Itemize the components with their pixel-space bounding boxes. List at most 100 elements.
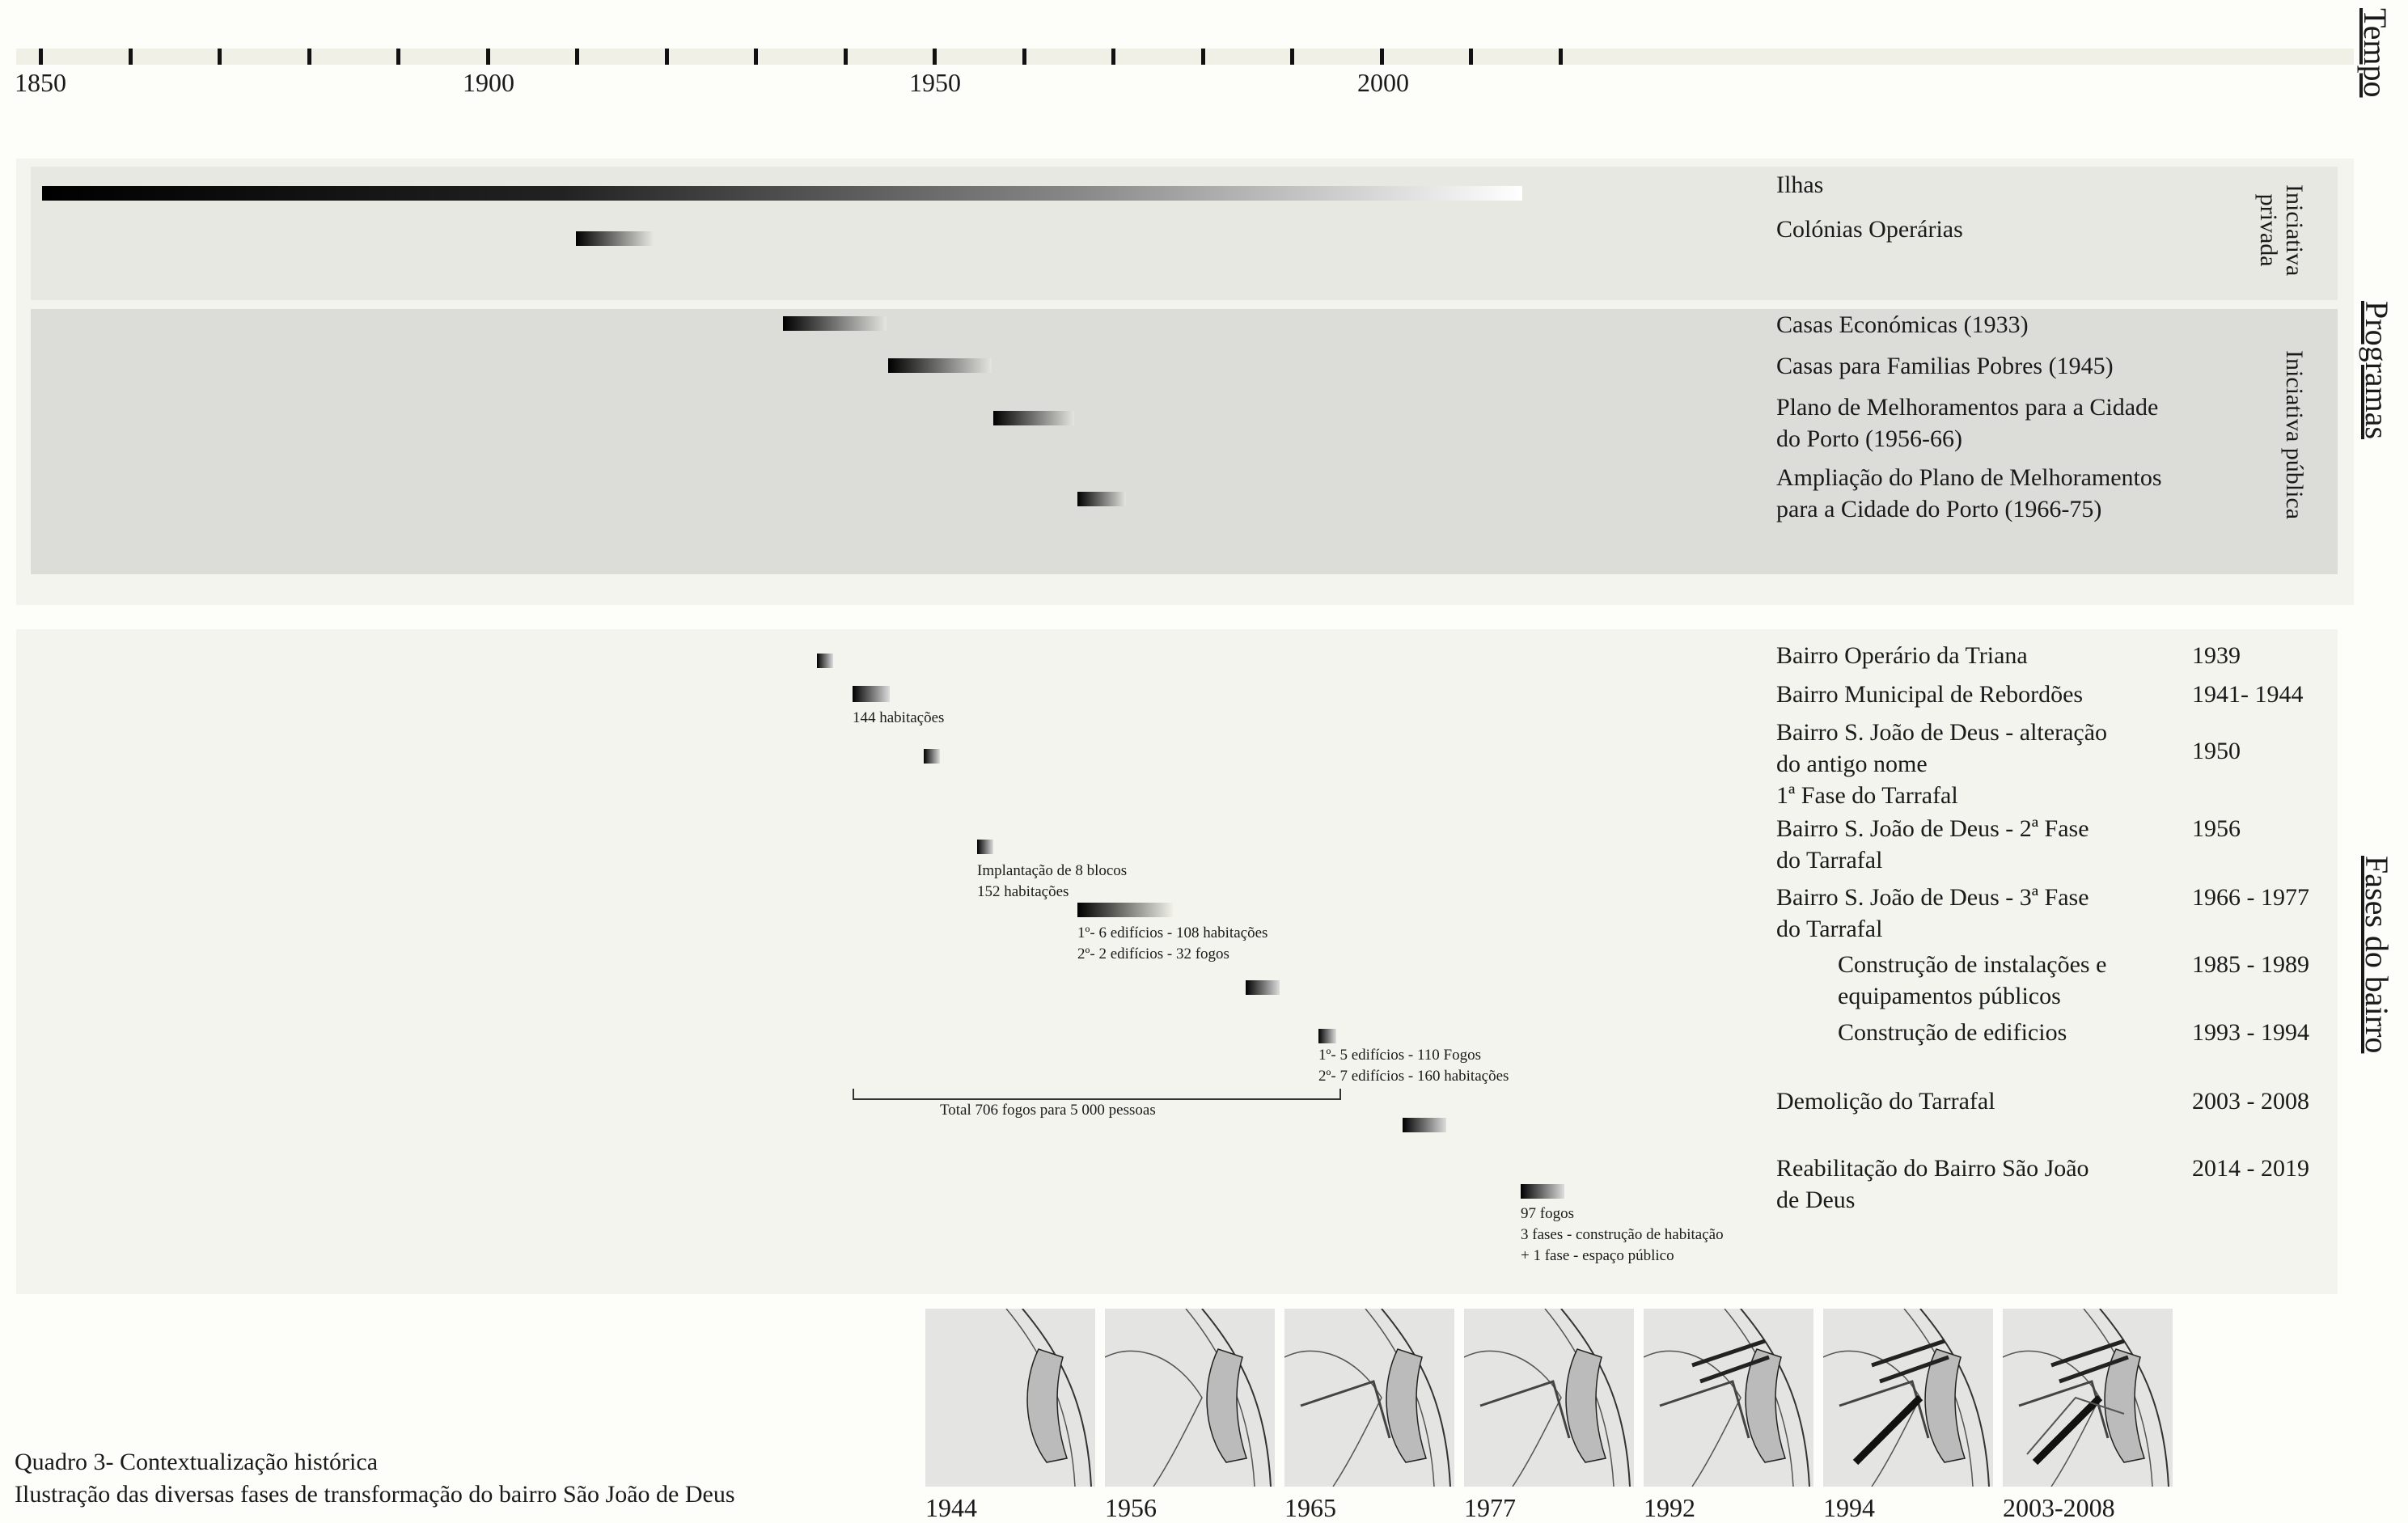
bar-phase-1993 bbox=[1318, 1029, 1336, 1043]
bar-phase-2003 bbox=[1403, 1118, 1446, 1132]
bar-phase-1950 bbox=[924, 749, 940, 764]
public-initiative-band bbox=[31, 309, 2338, 574]
tick-label-2000: 2000 bbox=[1357, 68, 1409, 97]
program-label-ampliacao-l1: Ampliação do Plano de Melhoramentos bbox=[1776, 464, 2162, 491]
bar-casas-familias-pobres bbox=[888, 358, 992, 373]
program-label-plano-l1: Plano de Melhoramentos para a Cidade bbox=[1776, 394, 2159, 421]
axis-tick bbox=[485, 49, 490, 65]
phase-label-1993: Construção de edificios bbox=[1838, 1019, 2067, 1046]
program-label-ampliacao-l2: para a Cidade do Porto (1966-75) bbox=[1776, 496, 2102, 522]
phase-date-2014: 2014 - 2019 bbox=[2192, 1155, 2309, 1182]
bar-ampliacao-plano bbox=[1077, 492, 1126, 506]
bar-phase-2014 bbox=[1521, 1184, 1564, 1199]
phase-date-1956: 1956 bbox=[2192, 815, 2241, 842]
phase-date-triana: 1939 bbox=[2192, 642, 2241, 669]
phase-date-1985: 1985 - 1989 bbox=[2192, 951, 2309, 978]
thumbnail-year-label: 1944 bbox=[925, 1493, 977, 1522]
note-6-edificios: 1º- 6 edifícios - 108 habitações bbox=[1077, 924, 1268, 941]
time-axis-band bbox=[16, 49, 2354, 65]
phase-label-1966-l2: do Tarrafal bbox=[1776, 916, 1883, 942]
tick-label-1950: 1950 bbox=[909, 68, 961, 97]
side-label-iniciativa-privada: Iniciativa privada bbox=[2255, 184, 2308, 277]
phase-date-2003: 2003 - 2008 bbox=[2192, 1088, 2309, 1115]
phase-label-1950-l2: do antigo nome bbox=[1776, 751, 1928, 777]
thumbnail-year-label: 1977 bbox=[1464, 1493, 1516, 1522]
note-2-edificios: 2º- 2 edifícios - 32 fogos bbox=[1077, 946, 1229, 962]
axis-tick bbox=[307, 49, 311, 65]
phase-date-1950: 1950 bbox=[2192, 738, 2241, 764]
note-5-edificios: 1º- 5 edifícios - 110 Fogos bbox=[1318, 1047, 1481, 1064]
bar-ilhas bbox=[42, 186, 1522, 201]
site-plan-sketch bbox=[1105, 1309, 1272, 1487]
axis-tick bbox=[933, 49, 937, 65]
axis-tick bbox=[1469, 49, 1473, 65]
phases-section bbox=[16, 629, 2338, 1294]
side-label-programas: Programas bbox=[2359, 301, 2395, 440]
site-plan-sketch bbox=[1823, 1309, 1990, 1487]
bar-phase-triana bbox=[817, 654, 833, 668]
thumbnail-year-label: 1965 bbox=[1284, 1493, 1336, 1522]
axis-tick bbox=[39, 49, 43, 65]
site-plan-sketch bbox=[1464, 1309, 1631, 1487]
program-label-casas-familias: Casas para Familias Pobres (1945) bbox=[1776, 353, 2114, 379]
phase-date-1966: 1966 - 1977 bbox=[2192, 884, 2309, 911]
phase-label-2014-l2: de Deus bbox=[1776, 1187, 1856, 1213]
axis-tick bbox=[575, 49, 579, 65]
site-plan-thumbnail bbox=[925, 1309, 1095, 1487]
note-8-blocos: Implantação de 8 blocos bbox=[977, 862, 1128, 879]
note-espaco-publico: + 1 fase - espaço público bbox=[1521, 1247, 1674, 1264]
note-3-fases: 3 fases - construção de habitação bbox=[1521, 1226, 1724, 1243]
bar-colonias-operarias bbox=[576, 231, 654, 246]
thumbnail-year-label: 1992 bbox=[1644, 1493, 1695, 1522]
phase-label-1950-l3: 1ª Fase do Tarrafal bbox=[1776, 782, 1958, 809]
site-plan-thumbnail bbox=[1284, 1309, 1454, 1487]
phase-label-triana: Bairro Operário da Triana bbox=[1776, 642, 2028, 669]
total-bracket bbox=[853, 1089, 1341, 1100]
phase-label-rebordoes: Bairro Municipal de Rebordões bbox=[1776, 681, 2084, 708]
axis-tick bbox=[1379, 49, 1384, 65]
side-label-privada-l1: Iniciativa bbox=[2281, 184, 2308, 277]
thumbnail-year-label: 2003-2008 bbox=[2003, 1493, 2115, 1522]
note-total-fogos: Total 706 fogos para 5 000 pessoas bbox=[940, 1102, 1156, 1119]
tick-label-1850: 1850 bbox=[15, 68, 66, 97]
phase-label-1985-l2: equipamentos públicos bbox=[1838, 983, 2061, 1009]
axis-tick bbox=[843, 49, 848, 65]
phase-label-2003: Demolição do Tarrafal bbox=[1776, 1088, 1995, 1115]
program-label-plano-l2: do Porto (1956-66) bbox=[1776, 425, 1962, 452]
axis-tick bbox=[754, 49, 758, 65]
phase-label-1950-l1: Bairro S. João de Deus - alteração bbox=[1776, 719, 2108, 746]
caption-subtitle: Ilustração das diversas fases de transfo… bbox=[15, 1481, 735, 1508]
site-plan-thumbnail bbox=[1644, 1309, 1813, 1487]
phase-date-rebordoes: 1941- 1944 bbox=[2192, 681, 2304, 708]
side-label-iniciativa-publica: Iniciativa pública bbox=[2281, 350, 2308, 520]
note-152-habitacoes: 152 habitações bbox=[977, 883, 1069, 900]
site-plan-sketch bbox=[1644, 1309, 1810, 1487]
program-label-casas-economicas: Casas Económicas (1933) bbox=[1776, 311, 2029, 338]
phase-label-1966-l1: Bairro S. João de Deus - 3ª Fase bbox=[1776, 884, 2089, 911]
site-plan-thumbnail bbox=[1105, 1309, 1275, 1487]
site-plan-sketch bbox=[1005, 1309, 1092, 1487]
side-label-fases-do-bairro: Fases do bairro bbox=[2359, 856, 2395, 1054]
axis-tick bbox=[128, 49, 133, 65]
side-label-privada-l2: privada bbox=[2255, 193, 2282, 267]
bar-phase-rebordoes bbox=[853, 686, 890, 702]
caption-title: Quadro 3- Contextualização histórica bbox=[15, 1449, 379, 1475]
note-144-habitacoes: 144 habitações bbox=[853, 709, 945, 726]
axis-tick bbox=[1022, 49, 1026, 65]
program-label-ilhas: Ilhas bbox=[1776, 171, 1824, 198]
thumbnail-year-label: 1994 bbox=[1823, 1493, 1875, 1522]
site-plan-thumbnail bbox=[1823, 1309, 1993, 1487]
note-7-edificios: 2º- 7 edifícios - 160 habitações bbox=[1318, 1068, 1509, 1085]
axis-tick bbox=[1111, 49, 1115, 65]
program-label-colonias: Colónias Operárias bbox=[1776, 216, 1963, 243]
axis-tick bbox=[218, 49, 222, 65]
axis-tick bbox=[396, 49, 400, 65]
bar-plano-melhoramentos bbox=[993, 411, 1074, 425]
site-plan-thumbnail bbox=[2003, 1309, 2173, 1487]
phase-label-1985-l1: Construção de instalações e bbox=[1838, 951, 2107, 978]
phase-label-1956-l1: Bairro S. João de Deus - 2ª Fase bbox=[1776, 815, 2089, 842]
thumbnail-year-label: 1956 bbox=[1105, 1493, 1157, 1522]
phase-label-2014-l1: Reabilitação do Bairro São João bbox=[1776, 1155, 2089, 1182]
phase-date-1993: 1993 - 1994 bbox=[2192, 1019, 2309, 1046]
phase-label-1956-l2: do Tarrafal bbox=[1776, 847, 1883, 874]
